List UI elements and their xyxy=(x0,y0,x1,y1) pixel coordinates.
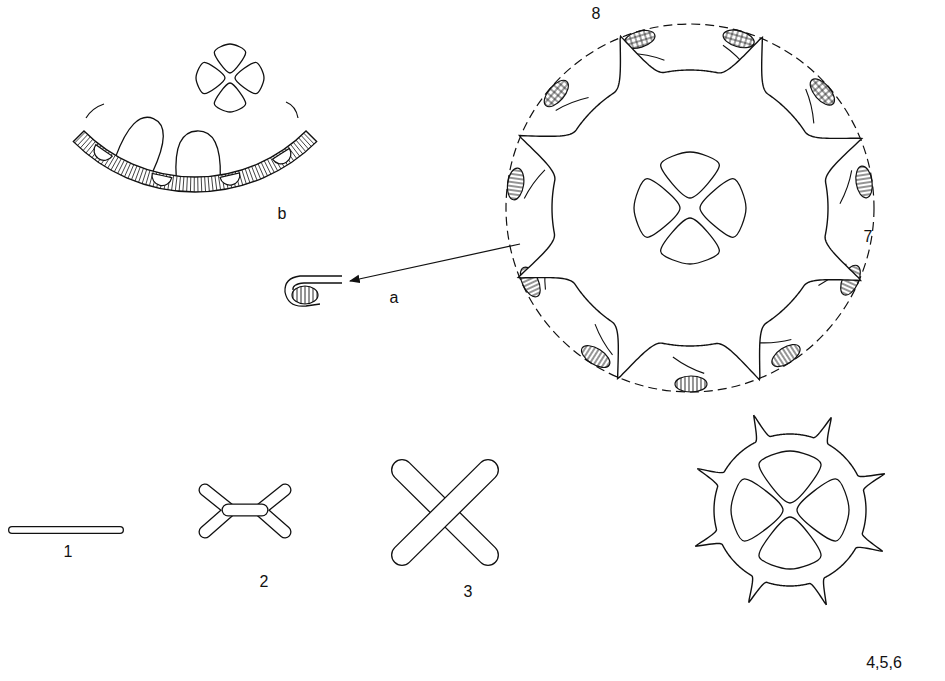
callout-number: 4,5,6 xyxy=(865,654,903,672)
membrane-fold xyxy=(556,97,589,110)
lobe-hole xyxy=(214,44,245,73)
granule xyxy=(90,145,112,165)
callout-number: 2 xyxy=(259,573,270,591)
band-hatch xyxy=(301,136,311,147)
callout-number: b xyxy=(277,205,288,223)
band-hatch xyxy=(242,170,246,184)
lobe-hole xyxy=(661,152,720,198)
lobe-hole xyxy=(634,179,680,238)
membrane-fold xyxy=(524,170,545,199)
band-hatch xyxy=(215,176,217,191)
band-hatch xyxy=(175,176,177,191)
bar-stage-2-fill xyxy=(228,505,262,515)
band-hatch xyxy=(80,137,90,148)
hatched-granule xyxy=(768,340,804,371)
band-hatch xyxy=(146,170,150,184)
band-hatch xyxy=(179,176,180,191)
band-hatch xyxy=(142,169,147,183)
membrane-fold xyxy=(595,324,612,355)
callout-number: 7 xyxy=(863,228,874,246)
band-hatch xyxy=(299,138,309,149)
membrane-fold xyxy=(673,357,704,373)
callout-number: 1 xyxy=(63,543,74,561)
lobe-hole xyxy=(235,62,264,93)
callout-number: 8 xyxy=(591,5,602,23)
stage-7-8-figure xyxy=(506,24,875,392)
band-hatch xyxy=(267,159,274,172)
band-hatch xyxy=(190,177,191,192)
hatched-granule xyxy=(675,376,707,392)
band-hatch xyxy=(208,176,209,191)
band-hatch xyxy=(245,169,250,183)
lobe-hole xyxy=(731,479,783,541)
arm-stage-3-fill xyxy=(402,470,488,555)
callout-number: a xyxy=(389,289,400,307)
rod-stage-1-fill xyxy=(12,527,120,532)
dashed-boundary xyxy=(506,24,874,392)
granule xyxy=(220,173,242,187)
arm-stage-3-outline xyxy=(402,470,488,555)
spiked-body xyxy=(695,415,884,604)
band-hatch xyxy=(291,144,300,156)
band-hatch xyxy=(304,133,314,144)
band-hatch xyxy=(296,140,306,151)
lobe-hole xyxy=(196,62,225,93)
spiked-body xyxy=(518,36,862,380)
lobe-hole xyxy=(700,179,746,238)
membrane-fold xyxy=(756,339,791,342)
end-curve xyxy=(286,102,298,118)
band-hatch xyxy=(264,161,271,174)
stage-b-detail xyxy=(73,44,316,192)
arch xyxy=(176,131,220,177)
hatched-granule xyxy=(540,76,573,111)
arm-stage-3-outline xyxy=(402,470,488,555)
hook-fold xyxy=(293,283,342,290)
granule xyxy=(272,148,294,167)
pointer-arrow xyxy=(350,244,520,281)
hatched-granule xyxy=(292,286,318,304)
band-hatch xyxy=(111,157,118,170)
band-hatch xyxy=(204,177,206,192)
end-curve xyxy=(86,104,104,118)
lobe-hole xyxy=(214,83,245,112)
bar-stage-2-outline xyxy=(228,504,262,517)
band-hatch xyxy=(201,177,203,192)
hook-fold xyxy=(285,276,342,306)
band-hatch xyxy=(121,162,127,176)
hatched-granule xyxy=(854,165,875,199)
band-hatch xyxy=(83,139,93,150)
arm-stage-3-fill xyxy=(402,470,488,555)
wall-band xyxy=(73,131,316,192)
callout-number: 3 xyxy=(463,583,474,601)
band-hatch xyxy=(114,159,121,172)
band-hatch xyxy=(186,177,188,192)
granule xyxy=(150,173,172,187)
band-hatch xyxy=(118,160,125,173)
hatched-granule xyxy=(578,341,614,372)
hatched-granule xyxy=(506,167,526,201)
band-hatch xyxy=(183,177,184,192)
rod-stage-1-outline xyxy=(12,526,120,534)
stage-4-5-6 xyxy=(695,415,884,604)
membrane-fold xyxy=(806,89,814,123)
band-hatch xyxy=(212,176,214,191)
membrane-fold xyxy=(840,170,852,203)
lobe-hole xyxy=(661,218,720,264)
band-hatch xyxy=(293,142,302,154)
band-hatch xyxy=(194,177,195,192)
band-hatch xyxy=(75,132,85,143)
band-hatch xyxy=(197,177,198,192)
band-hatch xyxy=(77,135,87,146)
detail-a xyxy=(285,244,520,306)
